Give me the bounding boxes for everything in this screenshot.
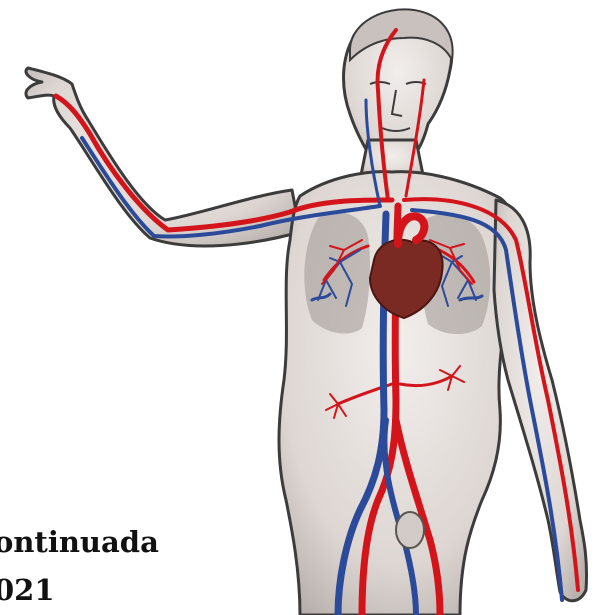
caption-line-1: ontinuada xyxy=(0,528,159,557)
pelvic-shading xyxy=(396,512,424,548)
caption-line-2: 021 xyxy=(0,576,55,605)
